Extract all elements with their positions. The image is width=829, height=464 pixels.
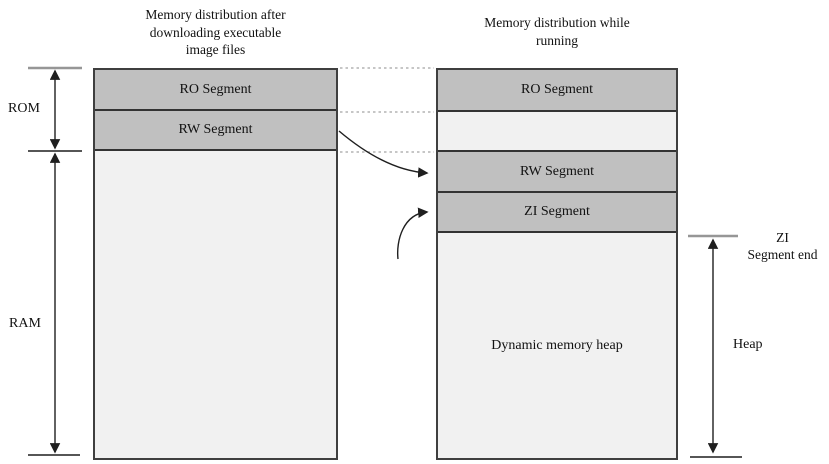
right-memory-column: RO Segment RW Segment ZI Segment Dynamic… [436, 68, 678, 460]
left-empty-ram-area [95, 151, 336, 458]
right-rw-segment: RW Segment [438, 152, 676, 193]
left-memory-column: RO Segment RW Segment [93, 68, 338, 460]
zi-segment-end-label: ZI Segment end [740, 229, 825, 263]
ram-label: RAM [9, 316, 41, 331]
left-ro-segment-label: RO Segment [179, 81, 252, 97]
zi-init-mapping-arrow [396, 207, 429, 260]
right-ro-segment: RO Segment [438, 70, 676, 112]
left-title-line2: downloading executable [149, 24, 282, 40]
zi-end-label-line2: Segment end [747, 247, 818, 262]
dynamic-memory-heap-label: Dynamic memory heap [491, 337, 623, 353]
right-zi-segment-label: ZI Segment [524, 204, 590, 219]
left-title-line3: image files [185, 42, 246, 57]
left-ro-segment: RO Segment [95, 70, 336, 111]
right-rw-segment-label: RW Segment [519, 163, 595, 179]
left-rw-segment: RW Segment [95, 111, 336, 151]
heap-label: Heap [733, 337, 763, 352]
left-rw-segment-label: RW Segment [178, 122, 253, 137]
left-title-line1: Memory distribution after [145, 7, 286, 22]
rom-label: ROM [8, 101, 40, 116]
right-column-title: Memory distribution while running [436, 14, 678, 49]
zi-end-label-line1: ZI [776, 230, 789, 245]
right-zi-segment: ZI Segment [438, 193, 676, 233]
left-column-title: Memory distribution after downloading ex… [93, 6, 338, 59]
dynamic-memory-heap-area: Dynamic memory heap [438, 233, 676, 458]
right-unused-gap-area [438, 112, 676, 152]
right-title-line2: running [536, 32, 578, 48]
right-ro-segment-label: RO Segment [521, 82, 593, 97]
right-title-line1: Memory distribution while [484, 15, 630, 30]
rw-copy-mapping-arrow [338, 130, 429, 178]
